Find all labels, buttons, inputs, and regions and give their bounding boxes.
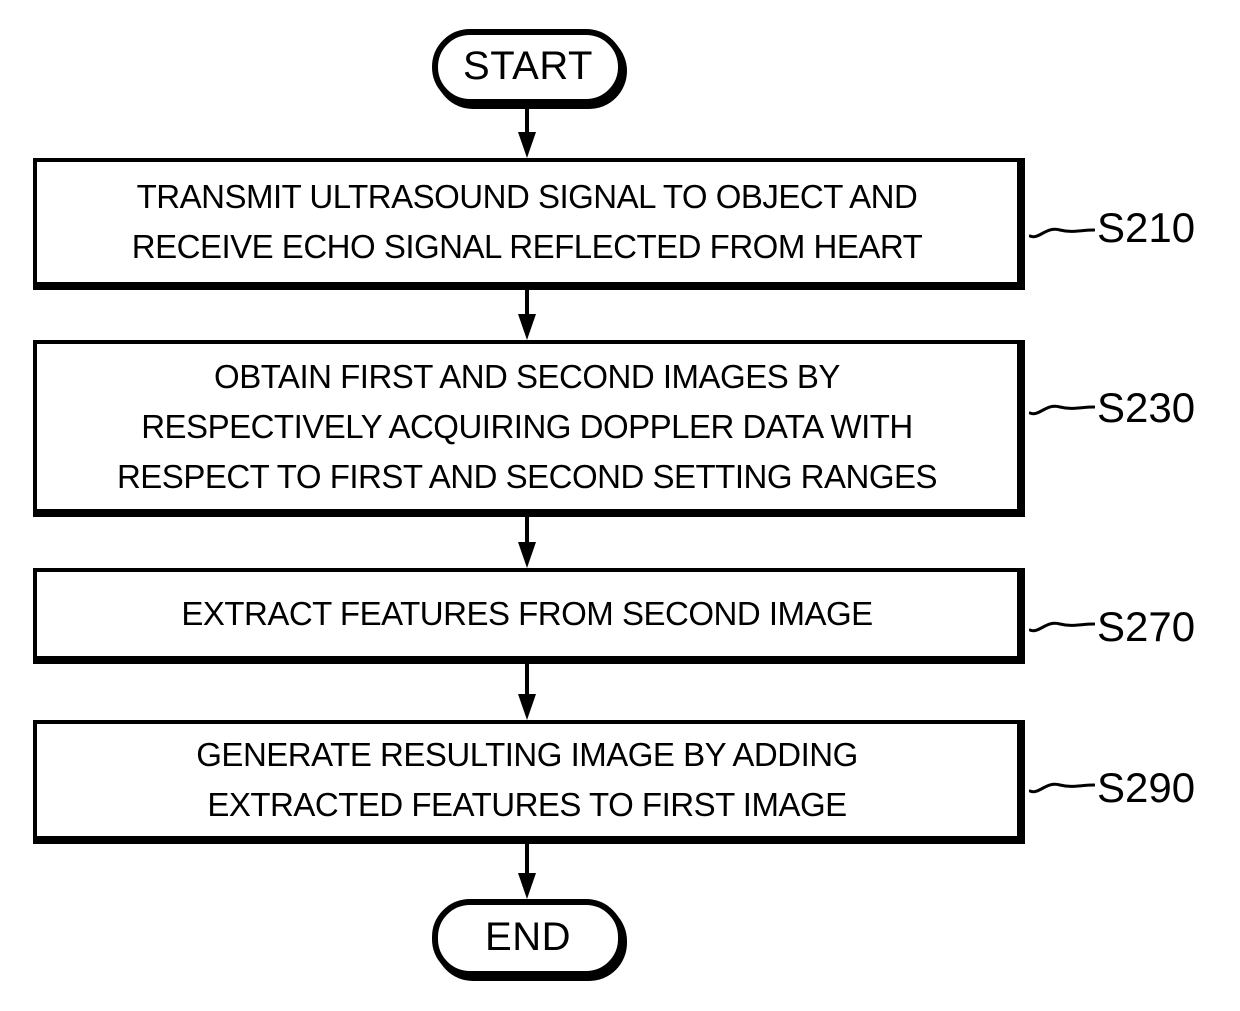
arrow-shaft: [525, 104, 529, 138]
arrow-shaft: [525, 843, 529, 879]
arrow-head-icon: [518, 873, 536, 899]
start-node: START: [432, 29, 624, 105]
leader-squiggle-icon: [1029, 404, 1095, 416]
step-box-s290: GENERATE RESULTING IMAGE BY ADDING EXTRA…: [33, 720, 1025, 844]
step-id-s210: S210: [1097, 204, 1196, 251]
flow-arrow-down-icon: [517, 104, 537, 158]
step-text-s210: TRANSMIT ULTRASOUND SIGNAL TO OBJECT AND…: [131, 178, 923, 265]
step-text-s230: OBTAIN FIRST AND SECOND IMAGES BY RESPEC…: [116, 357, 938, 495]
arrow-shaft: [525, 663, 529, 700]
leader-squiggle-icon: [1029, 227, 1095, 239]
arrow-head-icon: [518, 314, 536, 340]
flow-arrow-down-icon: [517, 663, 537, 720]
step-text-s290: GENERATE RESULTING IMAGE BY ADDING EXTRA…: [196, 736, 858, 823]
step-id-s290: S290: [1097, 764, 1196, 811]
step-box-s270: EXTRACT FEATURES FROM SECOND IMAGE: [33, 568, 1025, 664]
leader-squiggle-icon: [1029, 621, 1095, 633]
arrow-head-icon: [518, 542, 536, 568]
step-text-s270: EXTRACT FEATURES FROM SECOND IMAGE: [181, 595, 873, 632]
flow-arrow-down-icon: [517, 516, 537, 568]
step-id-s270: S270: [1097, 603, 1196, 650]
start-label: START: [463, 44, 593, 88]
arrow-shaft: [525, 289, 529, 320]
arrow-head-icon: [518, 132, 536, 158]
arrow-shaft: [525, 516, 529, 548]
flow-arrow-down-icon: [517, 289, 537, 340]
leader-squiggle-icon: [1029, 782, 1095, 794]
step-id-s230: S230: [1097, 384, 1196, 431]
arrow-head-icon: [518, 694, 536, 720]
flow-arrow-down-icon: [517, 843, 537, 899]
end-label: END: [485, 915, 571, 959]
end-node: END: [432, 899, 624, 977]
step-box-s230: OBTAIN FIRST AND SECOND IMAGES BY RESPEC…: [33, 340, 1025, 517]
step-box-s210: TRANSMIT ULTRASOUND SIGNAL TO OBJECT AND…: [33, 158, 1025, 290]
